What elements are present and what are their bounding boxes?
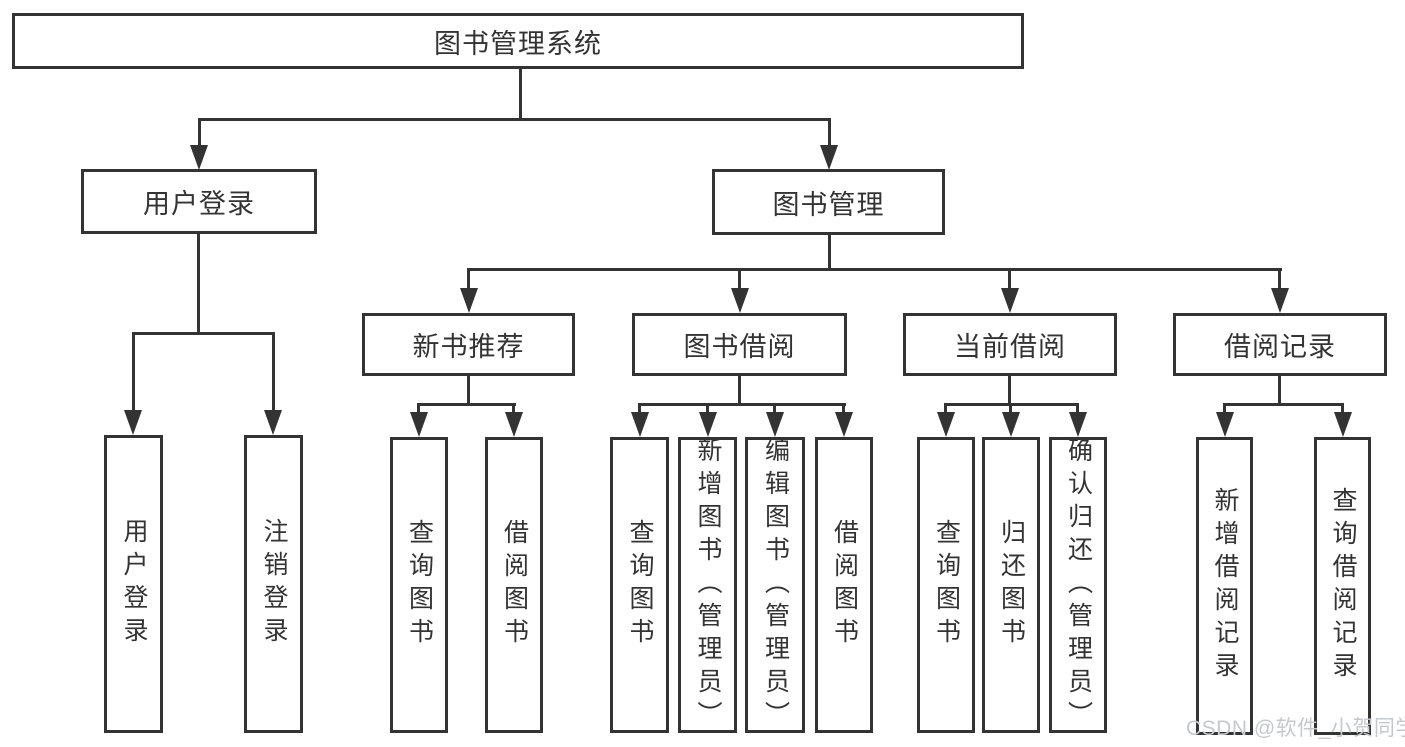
leaf-user-login: 用户登录 (104, 435, 163, 733)
leaf-query-books-new: 查询图书 (390, 437, 448, 733)
connector-to-borrow-records (1278, 268, 1281, 293)
connector-borrow-records-drop (1278, 376, 1281, 406)
leaf-return-book: 归还图书 (982, 437, 1040, 733)
node-current-borrow: 当前借阅 (903, 313, 1117, 376)
connector-new-books-drop (467, 376, 470, 406)
leaf-borrow-books-new-label: 借阅图书 (500, 519, 529, 651)
connector-user-login-bus (132, 332, 275, 335)
leaf-query-books-current-label: 查询图书 (932, 519, 961, 651)
connector-to-leaf-borrow-a (512, 403, 515, 417)
leaf-query-books-borrow: 查询图书 (610, 437, 669, 733)
arrowhead-leaf-query-a (410, 412, 428, 437)
leaf-query-borrow-record-label: 查询借阅记录 (1329, 487, 1357, 685)
arrowhead-book-borrow (731, 288, 749, 313)
leaf-borrow-books-b-label: 借阅图书 (830, 519, 859, 651)
arrowhead-leaf-login (124, 410, 142, 435)
leaf-logout: 注销登录 (244, 435, 303, 733)
connector-borrow-records-bus (1223, 403, 1344, 406)
connector-to-leaf-add-record (1223, 403, 1226, 417)
connector-to-leaf-query-b (638, 403, 641, 417)
connector-to-user-login (198, 118, 201, 150)
connector-to-book-borrow (738, 268, 741, 293)
connector-book-mgmt-bus (467, 268, 1282, 271)
connector-new-books-bus (417, 403, 516, 406)
leaf-add-borrow-record-label: 新增借阅记录 (1211, 487, 1239, 685)
connector-to-leaf-query-record (1341, 403, 1344, 417)
leaf-query-books-borrow-label: 查询图书 (626, 519, 654, 651)
connector-root-bus (198, 118, 831, 121)
connector-to-book-mgmt (828, 118, 831, 150)
leaf-edit-book-admin-label: 编辑图书（管理员） (761, 436, 790, 734)
connector-to-leaf-query-a (417, 403, 420, 417)
connector-user-login-drop (197, 233, 200, 334)
node-book-borrow-label: 图书借阅 (683, 332, 796, 362)
leaf-confirm-return-admin-label: 确认归还（管理员） (1064, 436, 1093, 734)
connector-to-leaf-return (1009, 403, 1012, 417)
arrowhead-leaf-query-b (631, 412, 649, 437)
arrowhead-borrow-records (1271, 288, 1289, 313)
connector-to-leaf-edit-book (773, 403, 776, 417)
arrowhead-current-borrow (1001, 288, 1019, 313)
connector-current-borrow-drop (1008, 376, 1011, 406)
connector-book-borrow-drop (738, 376, 741, 406)
leaf-add-book-admin-label: 新增图书（管理员） (694, 436, 722, 734)
node-borrow-records: 借阅记录 (1173, 313, 1387, 376)
arrowhead-leaf-borrow-a (505, 412, 523, 437)
arrowhead-leaf-confirm-return (1069, 412, 1087, 437)
arrowhead-leaf-add-record (1216, 412, 1234, 437)
arrowhead-leaf-borrow-b (835, 412, 853, 437)
connector-to-leaf-query-c (944, 403, 947, 417)
arrowhead-leaf-logout (264, 410, 282, 435)
node-new-books: 新书推荐 (362, 313, 575, 376)
node-book-borrow: 图书借阅 (632, 313, 847, 376)
node-root-library-system: 图书管理系统 (12, 13, 1024, 69)
node-book-mgmt: 图书管理 (712, 169, 945, 235)
arrowhead-leaf-query-record (1334, 412, 1352, 437)
arrowhead-leaf-add-book (699, 412, 717, 437)
connector-to-leaf-logout (272, 332, 275, 414)
leaf-add-book-admin: 新增图书（管理员） (678, 436, 737, 734)
node-new-books-label: 新书推荐 (412, 332, 525, 362)
leaf-edit-book-admin: 编辑图书（管理员） (745, 436, 805, 734)
leaf-query-books-new-label: 查询图书 (405, 519, 434, 651)
node-current-borrow-label: 当前借阅 (954, 332, 1066, 362)
connector-book-borrow-bus (638, 403, 846, 406)
connector-to-current-borrow (1008, 268, 1011, 293)
arrowhead-leaf-return (1002, 412, 1020, 437)
leaf-add-borrow-record: 新增借阅记录 (1196, 437, 1253, 735)
connector-to-leaf-confirm-return (1076, 403, 1079, 417)
csdn-watermark: CSDN @软件_小贺同学 (1186, 717, 1405, 740)
connector-book-mgmt-drop (828, 234, 831, 270)
leaf-query-borrow-record: 查询借阅记录 (1314, 437, 1371, 735)
connector-root-drop (519, 66, 522, 120)
leaf-borrow-books-b: 借阅图书 (815, 437, 873, 733)
connector-to-leaf-add-book (706, 403, 709, 417)
leaf-query-books-current: 查询图书 (917, 437, 975, 733)
arrowhead-user-login (190, 145, 208, 170)
leaf-user-login-label: 用户登录 (120, 518, 148, 650)
arrowhead-book-mgmt (820, 145, 838, 170)
connector-to-leaf-borrow-b (842, 403, 845, 417)
leaf-return-book-label: 归还图书 (997, 519, 1026, 651)
node-book-mgmt-label: 图书管理 (772, 189, 885, 220)
leaf-confirm-return-admin: 确认归还（管理员） (1049, 436, 1107, 734)
connector-to-leaf-login (132, 332, 135, 414)
node-borrow-records-label: 借阅记录 (1224, 332, 1336, 362)
node-root-label: 图书管理系统 (434, 28, 602, 59)
arrowhead-leaf-edit-book (766, 412, 784, 437)
leaf-logout-label: 注销登录 (260, 518, 288, 650)
leaf-borrow-books-new: 借阅图书 (485, 437, 543, 733)
node-user-login: 用户登录 (81, 169, 317, 234)
arrowhead-leaf-query-c (937, 412, 955, 437)
connector-to-new-books (467, 268, 470, 293)
node-user-login-label: 用户登录 (143, 189, 255, 219)
arrowhead-new-books (460, 288, 478, 313)
